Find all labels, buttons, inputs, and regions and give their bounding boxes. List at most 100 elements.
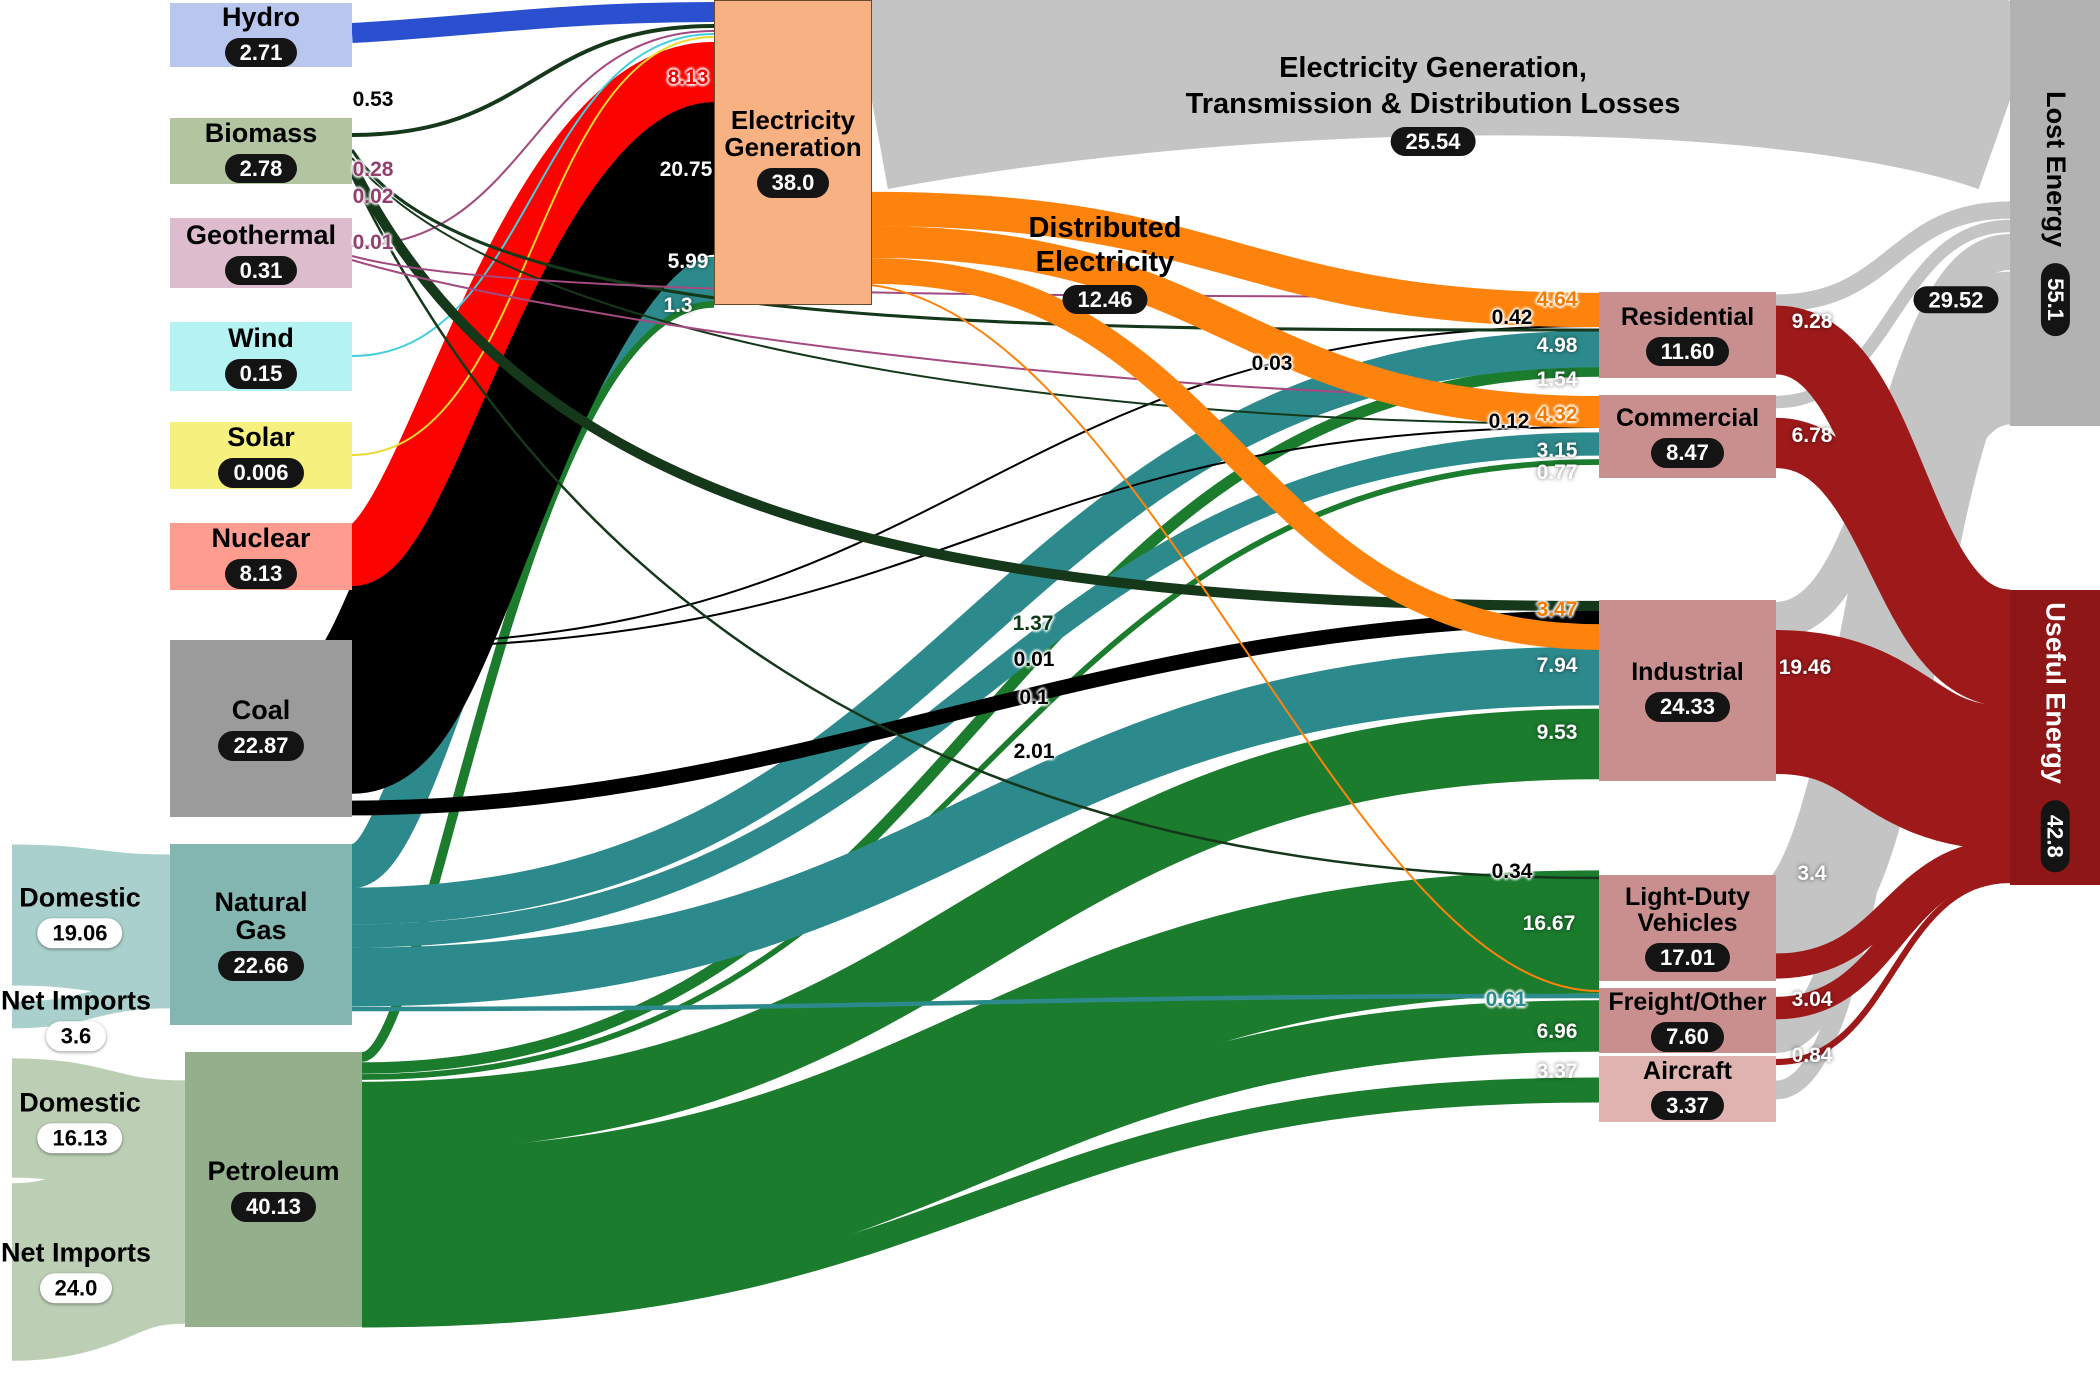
biomass-label: Biomass: [204, 117, 318, 148]
biomass-value: 2.78: [224, 153, 298, 184]
flow-petroleum-freight-other: [361, 1000, 1600, 1311]
input-net-imports-gas: Net Imports 3.6: [1, 985, 151, 1051]
industrial-label: Industrial: [1631, 658, 1744, 687]
input-domestic-gas: Domestic 19.06: [19, 882, 141, 948]
coal-label: Coal: [231, 695, 291, 726]
useful-energy-label: Useful Energy: [2040, 602, 2071, 784]
flow-value-label: 19.46: [1778, 656, 1832, 679]
flow-value-label: 1.37: [1012, 612, 1054, 635]
generation-losses-line2: Transmission & Distribution Losses: [1185, 88, 1681, 121]
flow-industrial-useful-energy: [1773, 629, 2013, 851]
flow-value-label: 4.64: [1536, 288, 1578, 311]
node-electricity-generation: Electricity Generation 38.0: [714, 0, 872, 305]
flow-commercial-useful-energy: [1773, 417, 2013, 708]
flow-net-imports-natural-gas: [11, 981, 171, 1029]
commercial-label: Commercial: [1615, 404, 1760, 433]
distributed-electricity-label: Distributed Electricity 12.46: [1028, 212, 1182, 315]
flow-value-label: 3.15: [1536, 439, 1578, 462]
flow-petroleum-aircraft: [361, 1077, 1600, 1328]
useful-energy-value: 42.8: [2040, 799, 2070, 873]
flow-biomass-commercial: [351, 157, 1600, 425]
flow-petroleum-industrial: [361, 708, 1600, 1153]
generation-losses-label: Electricity Generation, Transmission & D…: [1185, 52, 1681, 157]
aircraft-label: Aircraft: [1643, 1056, 1732, 1085]
flow-value-label: 0.42: [1491, 306, 1533, 329]
flow-biomass-electricity-generation: [351, 24, 715, 137]
flow-value-label: 3.37: [1536, 1060, 1578, 1083]
distributed-electricity-line2: Electricity: [1035, 246, 1175, 279]
domestic-gas-value: 19.06: [37, 918, 123, 948]
flow-biomass-industrial: [347, 163, 1600, 612]
flow-coal-electricity-generation: [312, 101, 721, 794]
commercial-value: 8.47: [1651, 438, 1724, 468]
flow-petroleum-commercial: [361, 459, 1600, 1080]
sector-losses-total-value: 29.52: [1913, 286, 1999, 314]
domestic-petroleum-label: Domestic: [19, 1087, 141, 1118]
flow-value-label: 1.54: [1536, 368, 1578, 391]
freight-other-label: Freight/Other: [1608, 988, 1767, 1017]
net-imports-gas-value: 3.6: [45, 1021, 107, 1051]
flow-value-label: 9.53: [1536, 721, 1578, 744]
light-duty-vehicles-label: Light-Duty Vehicles: [1625, 882, 1750, 937]
hydro-value: 2.71: [224, 37, 298, 68]
flow-freight-other-useful-energy: [1775, 856, 2011, 1020]
flow-value-label: 0.61: [1485, 988, 1527, 1011]
flow-value-label: 1.3: [663, 294, 693, 317]
node-freight-other: Freight/Other 7.60: [1599, 988, 1776, 1053]
flow-value-label: 3.47: [1536, 598, 1578, 621]
flow-coal-residential: [351, 325, 1600, 646]
wind-label: Wind: [228, 323, 294, 354]
node-wind: Wind 0.15: [170, 322, 352, 391]
solar-label: Solar: [227, 422, 295, 453]
flow-coal-industrial: [351, 610, 1600, 816]
node-biomass: Biomass 2.78: [170, 118, 352, 184]
domestic-gas-label: Domestic: [19, 882, 141, 913]
freight-other-value: 7.60: [1651, 1022, 1724, 1052]
flow-natural-gas-freight-other: [351, 993, 1600, 1012]
flow-nuclear-electricity-generation: [344, 41, 717, 587]
flow-value-label: 0.1: [1019, 686, 1049, 709]
node-petroleum: Petroleum 40.13: [185, 1052, 362, 1327]
flow-value-label: 3.4: [1797, 862, 1827, 885]
flow-solar-electricity-generation: [351, 36, 715, 456]
coal-value: 22.87: [218, 731, 304, 761]
node-commercial: Commercial 8.47: [1599, 395, 1776, 478]
flow-value-label: 0.02: [352, 185, 394, 208]
flow-coal-commercial: [351, 426, 1600, 649]
flow-petroleum-residential: [361, 365, 1600, 1074]
flow-value-label: 8.13: [667, 66, 709, 89]
flow-natural-gas-industrial: [351, 646, 1600, 1007]
flow-value-label: 20.75: [659, 158, 713, 181]
flow-value-label: 0.28: [352, 158, 394, 181]
residential-value: 11.60: [1645, 336, 1730, 367]
petroleum-label: Petroleum: [207, 1156, 340, 1187]
flow-value-label: 6.96: [1536, 1020, 1578, 1043]
flow-value-label: 16.67: [1522, 912, 1576, 935]
wind-value: 0.15: [224, 359, 298, 389]
net-imports-petroleum-label: Net Imports: [0, 1237, 152, 1268]
flow-aircraft-useful-energy: [1775, 876, 2011, 1066]
flow-geothermal-electricity-generation: [351, 29, 715, 248]
flow-value-label: 0.77: [1536, 461, 1578, 484]
generation-losses-value: 25.54: [1390, 126, 1476, 157]
flow-net-imports-petroleum: [9, 1146, 188, 1361]
flow-value-label: 7.94: [1536, 654, 1578, 677]
flow-value-label: 3.04: [1791, 988, 1833, 1011]
petroleum-value: 40.13: [230, 1192, 317, 1222]
solar-value: 0.006: [218, 458, 304, 488]
flow-value-label: 6.78: [1791, 424, 1833, 447]
node-useful-energy: Useful Energy 42.8: [2010, 590, 2100, 885]
distributed-electricity-line1: Distributed: [1028, 212, 1182, 244]
flow-electricity-generation-industrial: [870, 258, 1600, 650]
sector-losses-total-badge: 29.52: [1913, 286, 1999, 314]
net-imports-gas-label: Net Imports: [0, 985, 152, 1016]
electricity-generation-label: Electricity Generation: [724, 105, 862, 163]
flow-electricity-generation-commercial: [870, 226, 1600, 428]
electricity-generation-value: 38.0: [756, 168, 830, 198]
